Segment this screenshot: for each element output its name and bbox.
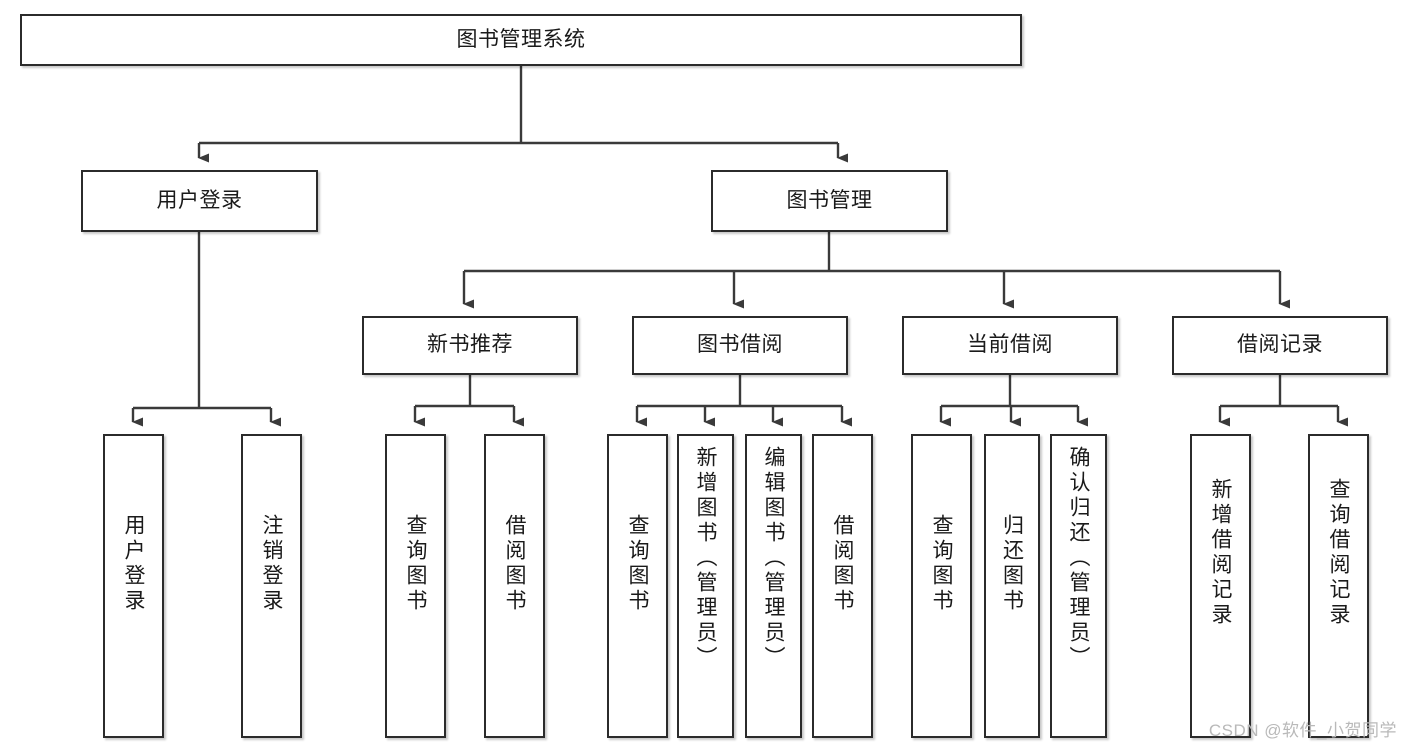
node-user-login[interactable]: 用户登录 <box>81 170 318 232</box>
node-current-borrow[interactable]: 当前借阅 <box>902 316 1118 375</box>
node-leaf-add-record-label: 新增借阅记录 <box>1209 478 1232 628</box>
node-leaf-confirm-return[interactable]: 确认归还（管理员） <box>1050 434 1107 738</box>
node-leaf-borrow-book-label: 借阅图书 <box>831 514 854 614</box>
node-leaf-add-record[interactable]: 新增借阅记录 <box>1190 434 1251 738</box>
node-new-book-rec-label: 新书推荐 <box>427 333 513 357</box>
node-leaf-query-book-rec[interactable]: 查询图书 <box>385 434 446 738</box>
node-new-book-rec[interactable]: 新书推荐 <box>362 316 578 375</box>
node-leaf-query-book-cur[interactable]: 查询图书 <box>911 434 972 738</box>
node-book-manage-label: 图书管理 <box>786 188 873 212</box>
node-leaf-query-record-label: 查询借阅记录 <box>1327 478 1350 628</box>
node-root-label: 图书管理系统 <box>456 27 586 51</box>
node-leaf-borrow-book[interactable]: 借阅图书 <box>812 434 873 738</box>
node-leaf-borrow-book-rec-label: 借阅图书 <box>503 514 526 614</box>
node-current-borrow-label: 当前借阅 <box>967 333 1053 357</box>
node-leaf-edit-book-label: 编辑图书（管理员） <box>762 446 785 671</box>
node-user-login-label: 用户登录 <box>156 188 243 212</box>
node-leaf-user-login-label: 用户登录 <box>122 514 145 614</box>
node-leaf-return-book[interactable]: 归还图书 <box>984 434 1040 738</box>
node-leaf-borrow-book-rec[interactable]: 借阅图书 <box>484 434 545 738</box>
node-leaf-query-book-rec-label: 查询图书 <box>404 514 427 614</box>
node-book-borrow-label: 图书借阅 <box>697 333 783 357</box>
node-leaf-query-book-borrow-label: 查询图书 <box>626 514 649 614</box>
node-leaf-user-login[interactable]: 用户登录 <box>103 434 164 738</box>
node-book-manage[interactable]: 图书管理 <box>711 170 948 232</box>
node-leaf-return-book-label: 归还图书 <box>1000 514 1024 614</box>
node-leaf-edit-book[interactable]: 编辑图书（管理员） <box>745 434 802 738</box>
node-leaf-query-book-borrow[interactable]: 查询图书 <box>607 434 668 738</box>
node-borrow-record-label: 借阅记录 <box>1237 333 1323 357</box>
node-root[interactable]: 图书管理系统 <box>20 14 1022 66</box>
node-leaf-add-book-label: 新增图书（管理员） <box>694 446 717 671</box>
node-leaf-query-book-cur-label: 查询图书 <box>930 514 953 614</box>
node-leaf-logout[interactable]: 注销登录 <box>241 434 302 738</box>
node-leaf-add-book[interactable]: 新增图书（管理员） <box>677 434 734 738</box>
watermark-text: CSDN @软件_小贺同学 <box>1208 721 1397 740</box>
node-book-borrow[interactable]: 图书借阅 <box>632 316 848 375</box>
node-leaf-query-record[interactable]: 查询借阅记录 <box>1308 434 1369 738</box>
node-borrow-record[interactable]: 借阅记录 <box>1172 316 1388 375</box>
node-leaf-logout-label: 注销登录 <box>260 514 283 614</box>
node-leaf-confirm-return-label: 确认归还（管理员） <box>1067 446 1090 671</box>
